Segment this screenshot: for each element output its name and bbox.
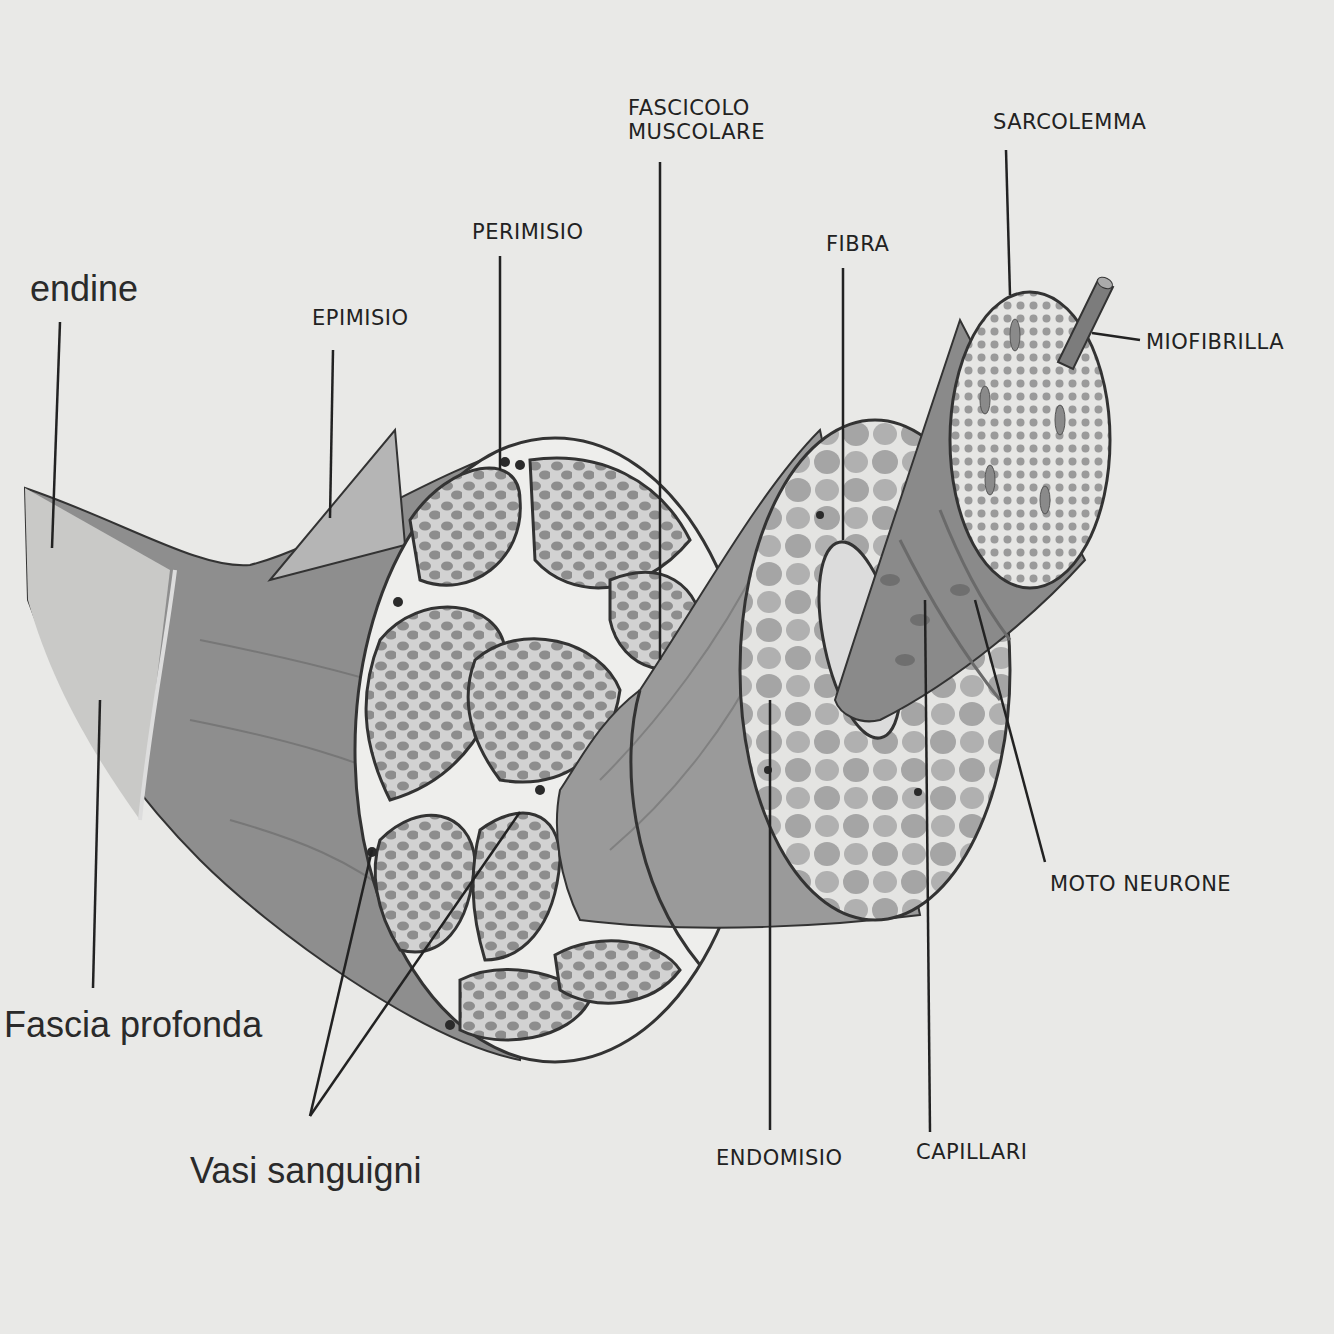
structure-label: Vasi sanguigni: [190, 1150, 422, 1191]
structure-label: PERIMISIO: [472, 220, 584, 244]
structure-label: MOTO NEURONE: [1050, 872, 1231, 896]
structure-label: EPIMISIO: [312, 306, 409, 330]
structure-label: FASCICOLO MUSCOLARE: [628, 96, 743, 144]
structure-label: MIOFIBRILLA: [1146, 330, 1284, 354]
structure-label: CAPILLARI: [916, 1140, 1027, 1164]
structure-label: endine: [30, 268, 138, 309]
structure-label: ENDOMISIO: [716, 1146, 843, 1170]
structure-label: SARCOLEMMA: [993, 110, 1146, 134]
structure-label: Fascia profonda: [4, 1004, 262, 1045]
structure-label: FIBRA: [826, 232, 889, 256]
